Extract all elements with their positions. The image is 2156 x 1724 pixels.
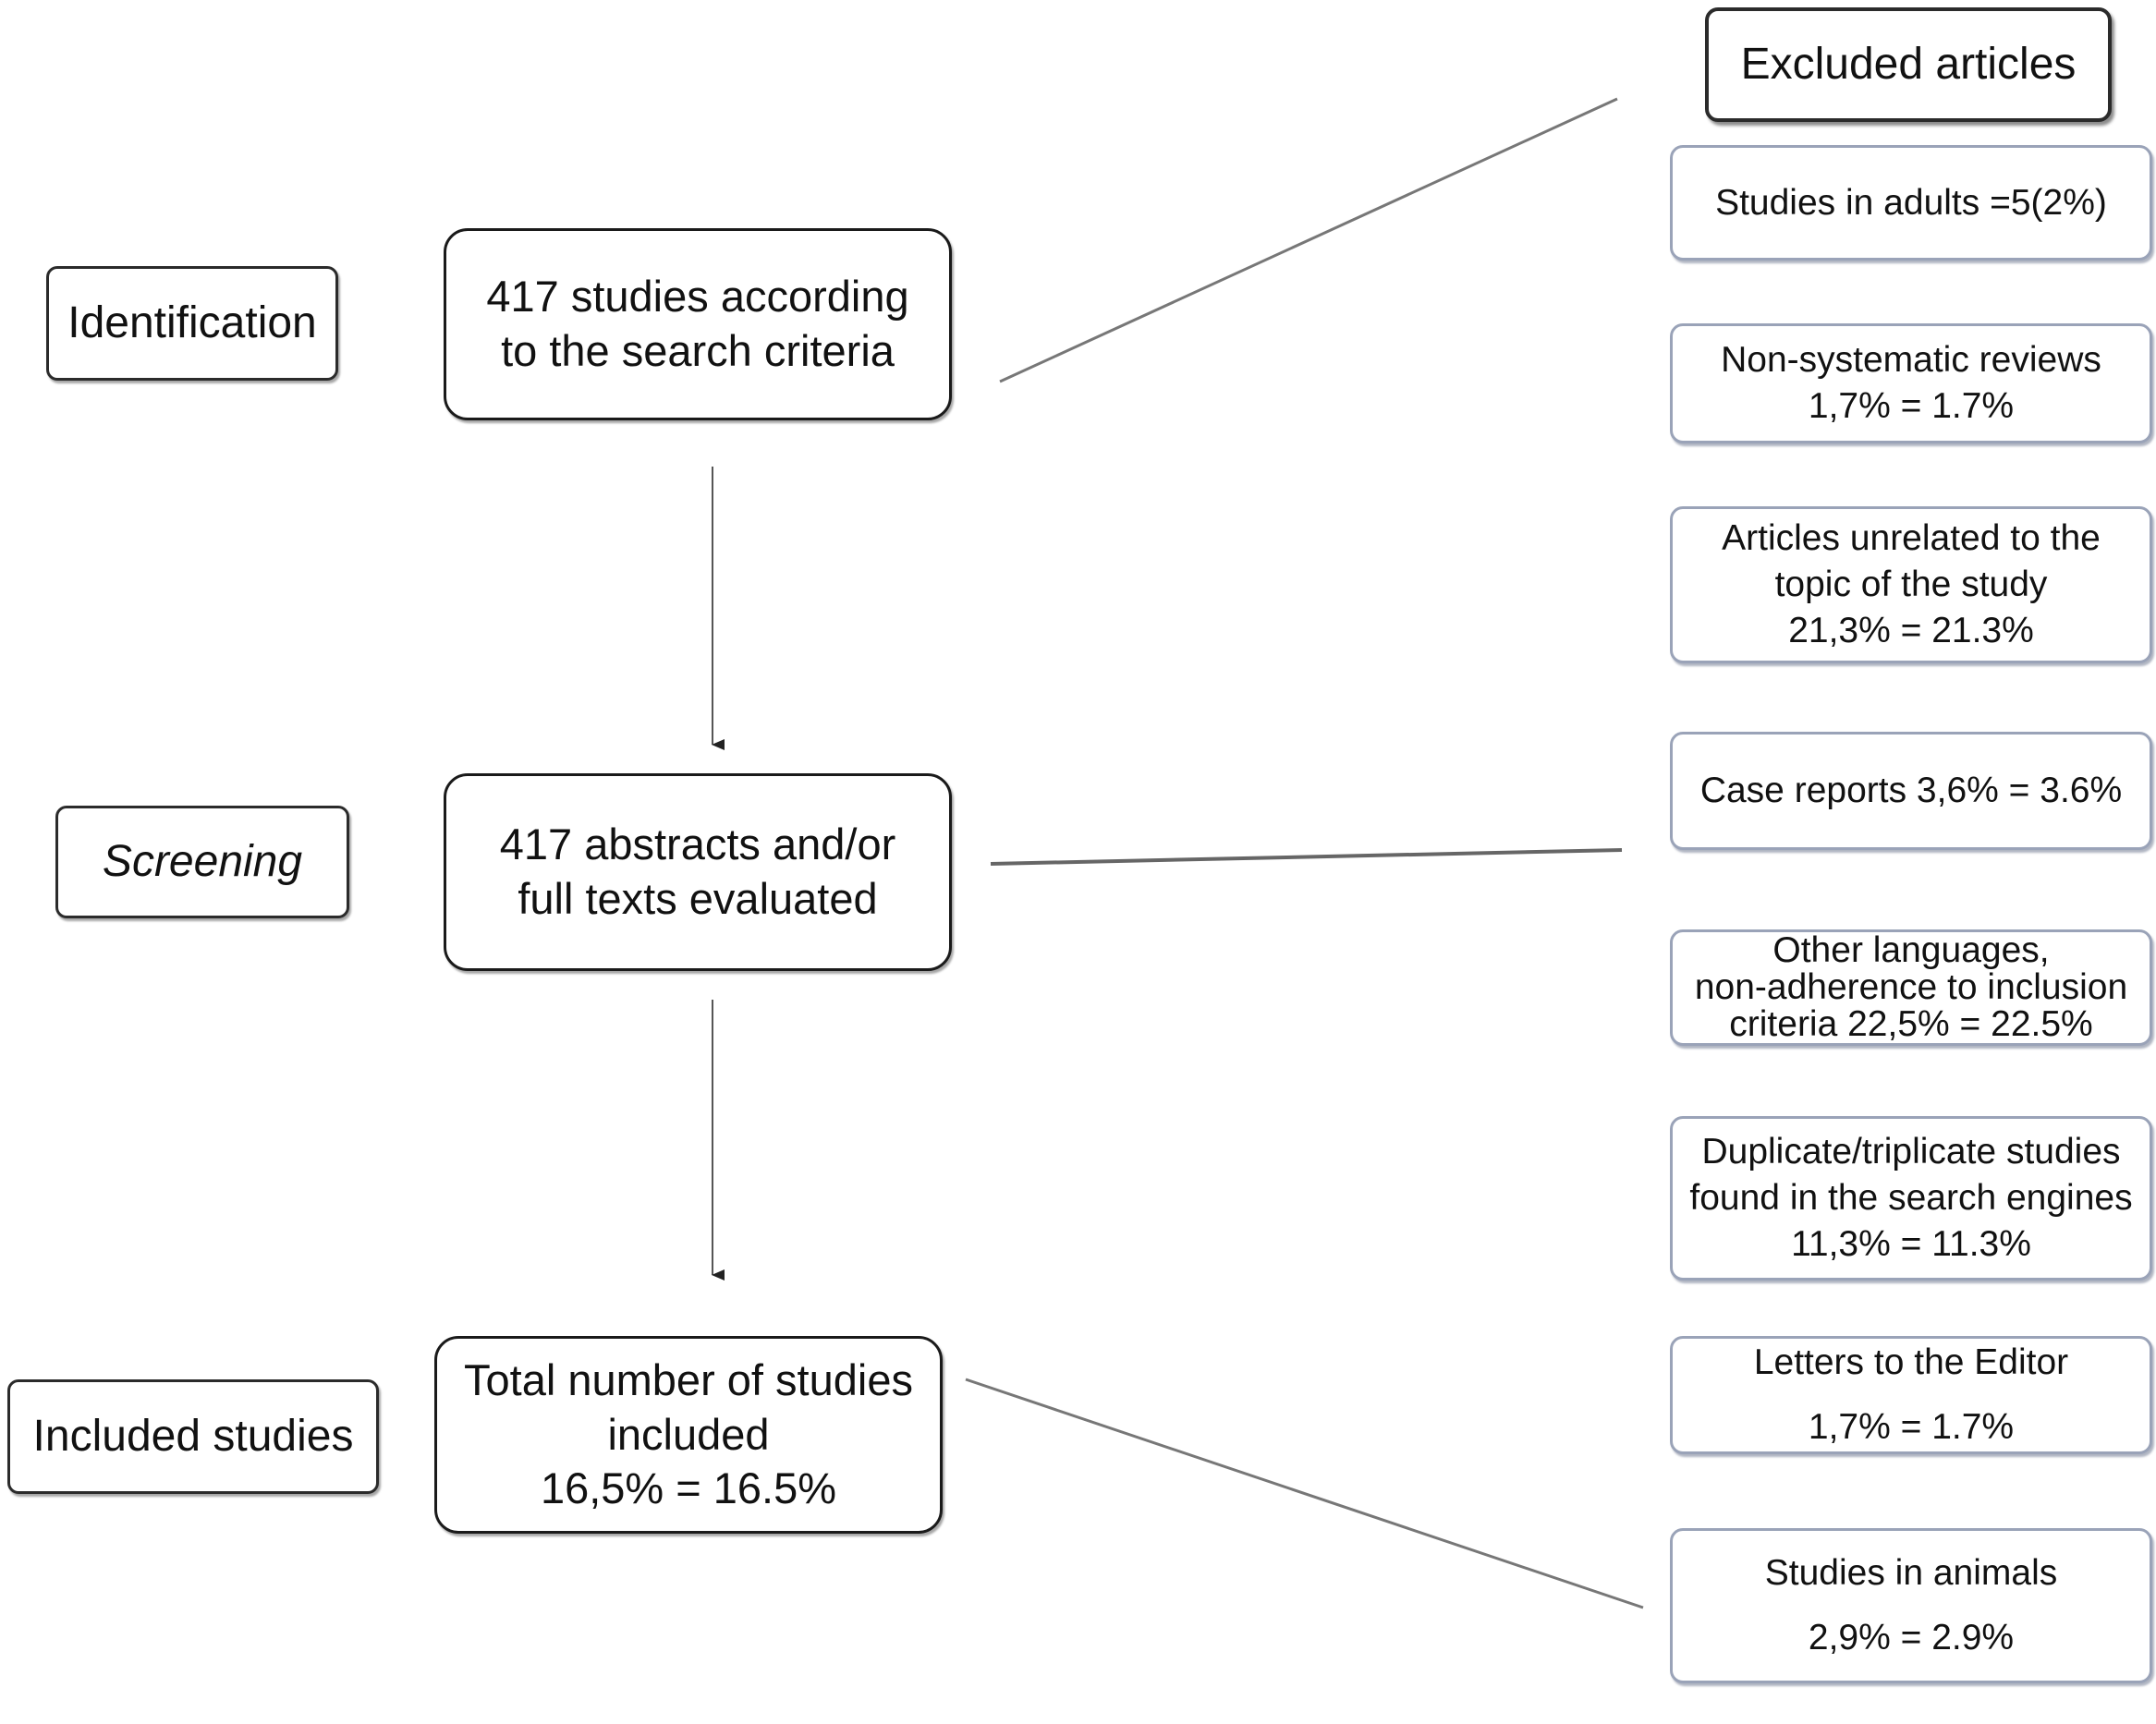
excluded-articles-header: Excluded articles	[1705, 7, 2112, 122]
excluded-item-line: Studies in adults =5(2%)	[1715, 182, 2107, 223]
excluded-item-line: non-adherence to inclusion	[1694, 967, 2128, 1008]
screening-line: 417 abstracts and/or	[499, 820, 896, 869]
excluded-item-adults: Studies in adults =5(2%)	[1670, 145, 2152, 261]
excluded-item-duplicate-studies: Duplicate/triplicate studies found in th…	[1670, 1116, 2152, 1281]
excluded-item-line: criteria 22,5% = 22.5%	[1729, 1003, 2093, 1044]
included-box: Total number of studies included 16,5% =…	[434, 1336, 943, 1534]
excluded-item-line: 2,9% = 2.9%	[1808, 1618, 2015, 1657]
excluded-item-line: topic of the study	[1774, 565, 2048, 605]
included-line: 16,5% = 16.5%	[540, 1463, 837, 1513]
stage-label-included-text: Included studies	[32, 1412, 354, 1461]
excluded-item-line: Case reports 3,6% = 3.6%	[1699, 771, 2123, 811]
included-line: Total number of studies	[464, 1354, 913, 1404]
excluded-item-non-systematic-reviews: Non-systematic reviews 1,7% = 1.7%	[1670, 323, 2152, 443]
excluded-item-line: 11,3% = 11.3%	[1791, 1223, 2031, 1264]
stage-label-identification: Identification	[46, 266, 338, 381]
identification-line: 417 studies according	[486, 272, 909, 322]
excluded-item-line: Articles unrelated to the	[1722, 518, 2101, 559]
screening-line: full texts evaluated	[518, 874, 878, 923]
connector-included-to-excluded	[965, 1378, 1644, 1609]
excluded-item-line: Duplicate/triplicate studies	[1701, 1132, 2121, 1172]
identification-line: to the search criteria	[501, 326, 895, 375]
excluded-item-animal-studies: Studies in animals 2,9% = 2.9%	[1670, 1528, 2152, 1683]
excluded-item-unrelated-articles: Articles unrelated to the topic of the s…	[1670, 506, 2152, 663]
connector-screening-to-excluded	[990, 848, 1623, 866]
excluded-item-letters-to-editor: Letters to the Editor 1,7% = 1.7%	[1670, 1336, 2152, 1454]
identification-box: 417 studies according to the search crit…	[444, 228, 952, 420]
excluded-item-line: Letters to the Editor	[1753, 1342, 2069, 1382]
stage-label-screening-text: Screening	[102, 837, 303, 886]
excluded-item-line: 1,7% = 1.7%	[1808, 386, 2015, 426]
stage-label-screening: Screening	[55, 806, 349, 918]
excluded-articles-header-text: Excluded articles	[1740, 40, 2077, 89]
stage-label-included: Included studies	[7, 1379, 379, 1494]
excluded-item-other-languages: Other languages, non-adherence to inclus…	[1670, 929, 2152, 1046]
connector-identification-to-excluded	[999, 97, 1618, 383]
screening-box: 417 abstracts and/or full texts evaluate…	[444, 773, 952, 971]
stage-label-identification-text: Identification	[67, 298, 317, 347]
excluded-item-line: 21,3% = 21.3%	[1788, 610, 2034, 650]
excluded-item-line: Studies in animals	[1764, 1552, 2058, 1593]
excluded-item-line: Non-systematic reviews	[1721, 340, 2101, 381]
included-line: included	[607, 1409, 770, 1459]
excluded-item-line: 1,7% = 1.7%	[1808, 1407, 2015, 1447]
excluded-item-line: Other languages,	[1772, 930, 2050, 971]
excluded-item-line: found in the search engines	[1689, 1178, 2133, 1219]
excluded-item-case-reports: Case reports 3,6% = 3.6%	[1670, 732, 2152, 850]
